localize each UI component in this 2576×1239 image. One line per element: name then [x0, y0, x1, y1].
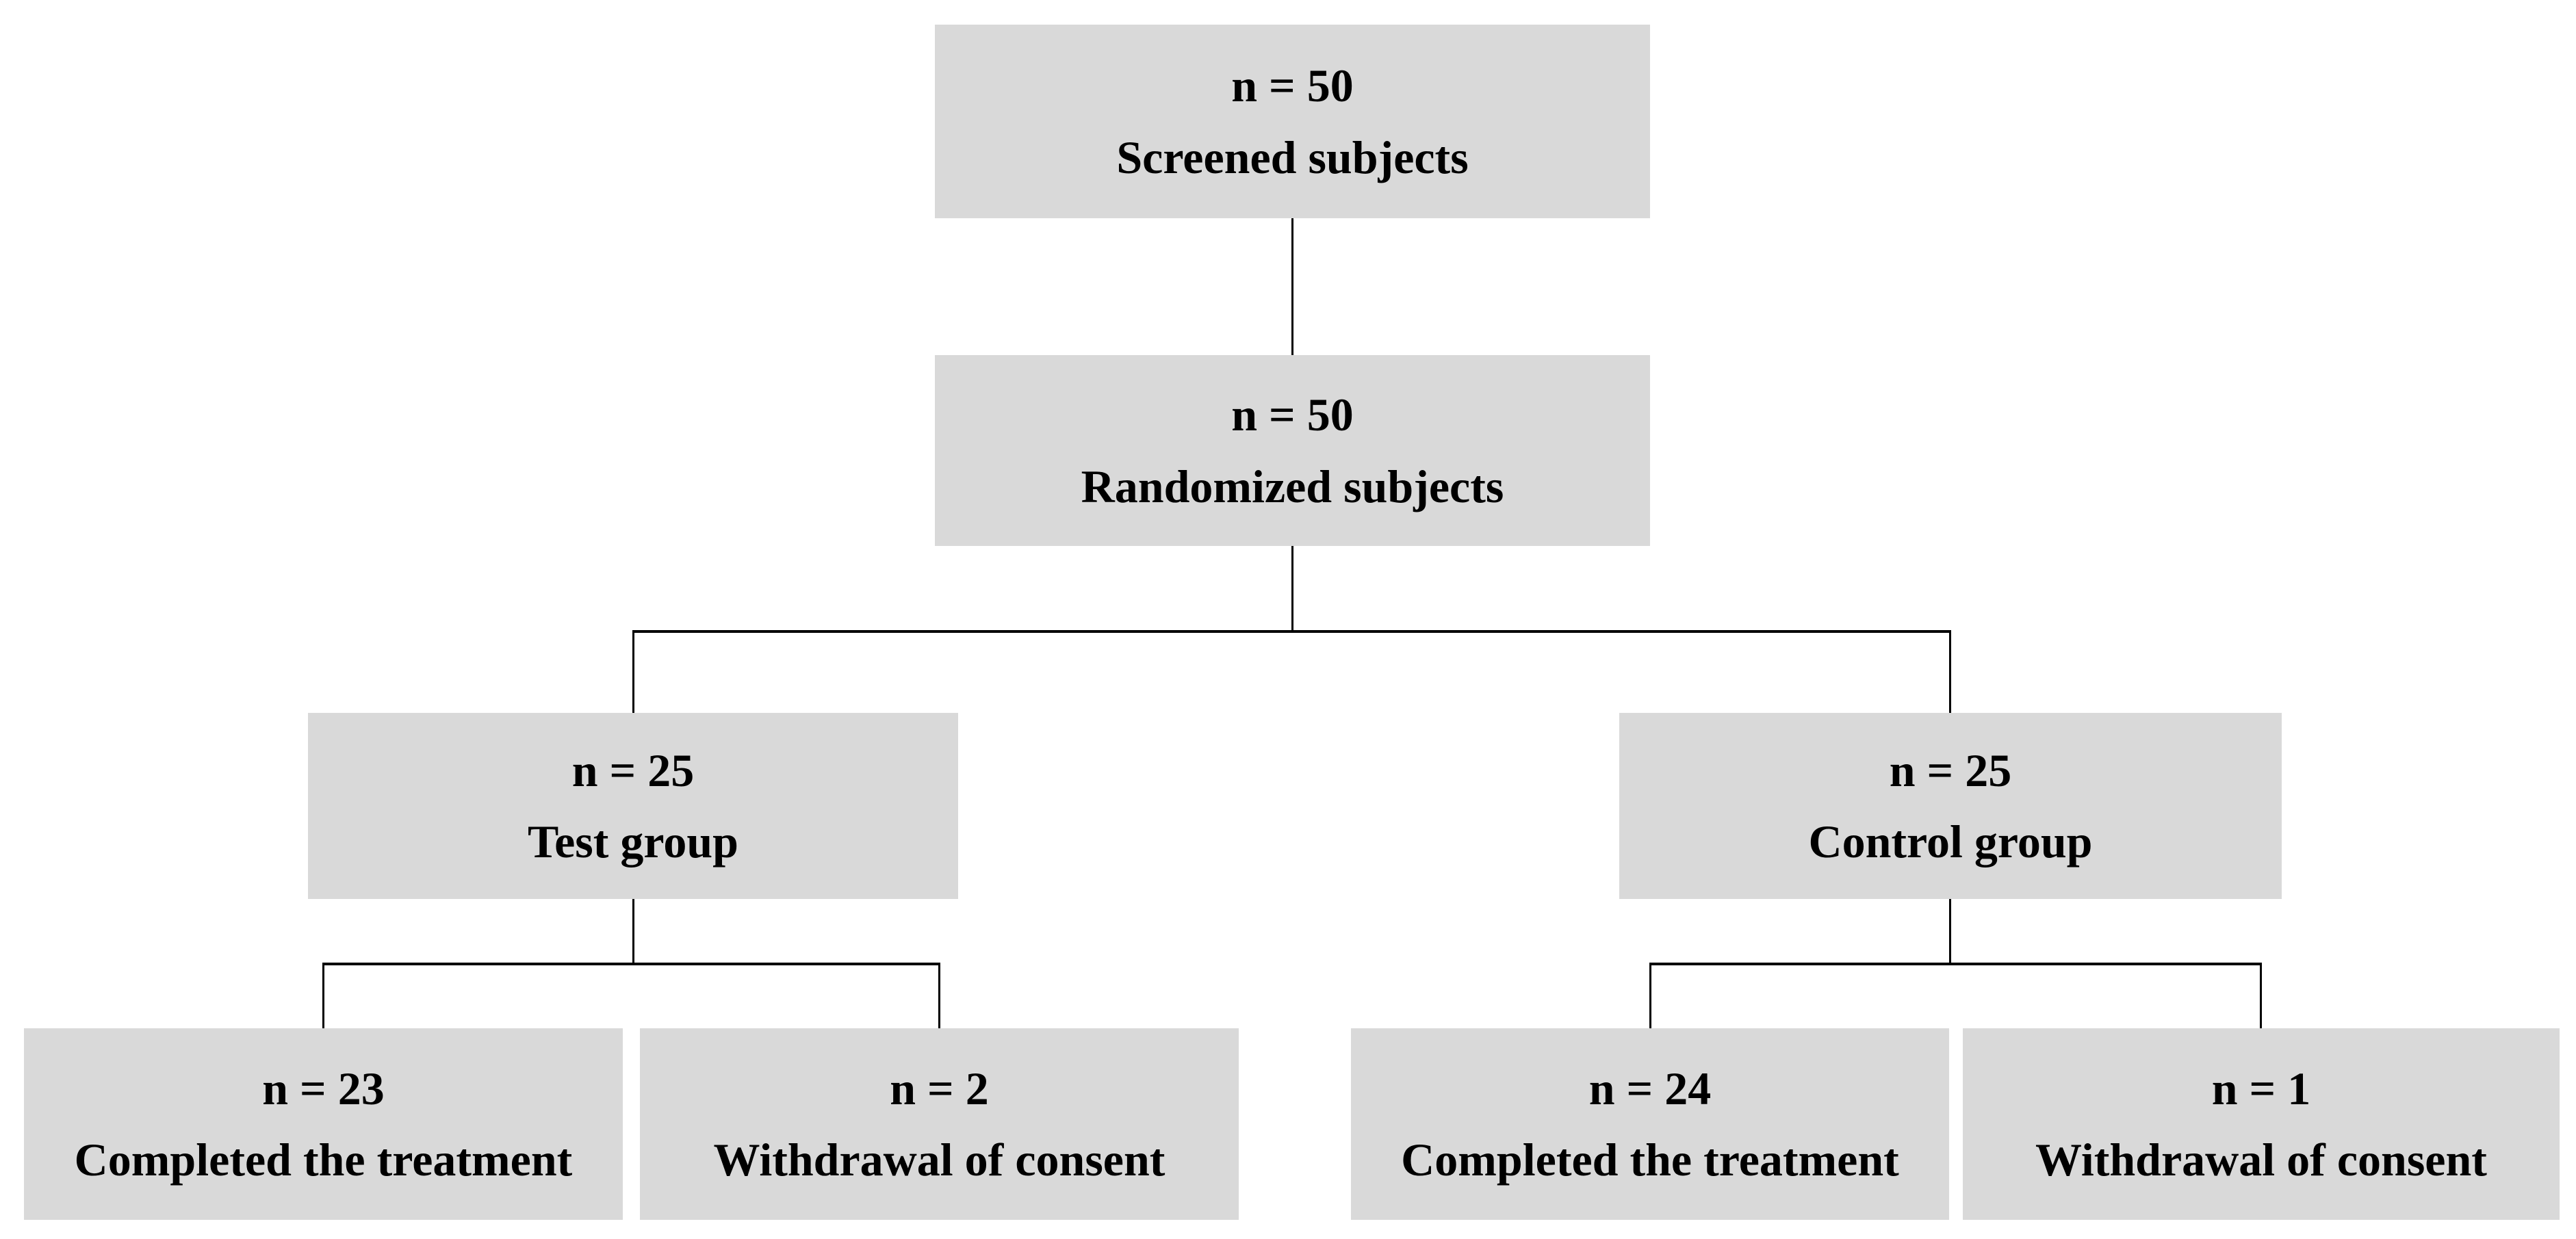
node-count: n = 24: [1588, 1062, 1712, 1114]
node-count: n = 25: [571, 744, 695, 796]
connector-drop-test-withdrawal: [938, 963, 940, 1028]
node-count: n = 50: [1231, 389, 1354, 441]
node-test-withdrawal-of-consent: n = 2 Withdrawal of consent: [640, 1028, 1239, 1220]
node-label: Randomized subjects: [1081, 460, 1504, 512]
node-count: n = 23: [262, 1062, 385, 1114]
node-test-group: n = 25 Test group: [308, 713, 958, 899]
node-label: Completed the treatment: [74, 1134, 573, 1186]
node-count: n = 1: [2211, 1062, 2311, 1114]
connector-drop-test-completed: [322, 963, 324, 1028]
node-count: n = 50: [1231, 60, 1354, 112]
connector-drop-test-group: [632, 630, 634, 713]
connector-test-group-stem: [632, 899, 634, 965]
node-label: Test group: [528, 816, 738, 868]
connector-screened-randomized: [1291, 218, 1293, 355]
node-label: Completed the treatment: [1401, 1134, 1899, 1186]
node-screened-subjects: n = 50 Screened subjects: [935, 25, 1650, 218]
connector-drop-control-group: [1949, 630, 1951, 713]
node-control-group: n = 25 Control group: [1619, 713, 2282, 899]
connector-drop-control-completed: [1649, 963, 1651, 1028]
node-label: Control group: [1808, 816, 2093, 868]
connector-test-group-crossbar: [322, 963, 940, 965]
node-label: Withdrawal of consent: [2035, 1134, 2487, 1186]
node-label: Withdrawal of consent: [713, 1134, 1165, 1186]
connector-control-group-stem: [1949, 899, 1951, 965]
node-control-completed-treatment: n = 24 Completed the treatment: [1351, 1028, 1949, 1220]
connector-control-group-crossbar: [1649, 963, 2262, 965]
connector-randomized-stem: [1291, 546, 1293, 632]
node-count: n = 2: [890, 1062, 989, 1114]
node-count: n = 25: [1889, 744, 2012, 796]
node-control-withdrawal-of-consent: n = 1 Withdrawal of consent: [1963, 1028, 2560, 1220]
node-label: Screened subjects: [1116, 131, 1469, 183]
connector-randomized-crossbar: [632, 630, 1951, 633]
node-randomized-subjects: n = 50 Randomized subjects: [935, 355, 1650, 546]
connector-drop-control-withdrawal: [2260, 963, 2262, 1028]
node-test-completed-treatment: n = 23 Completed the treatment: [24, 1028, 623, 1220]
